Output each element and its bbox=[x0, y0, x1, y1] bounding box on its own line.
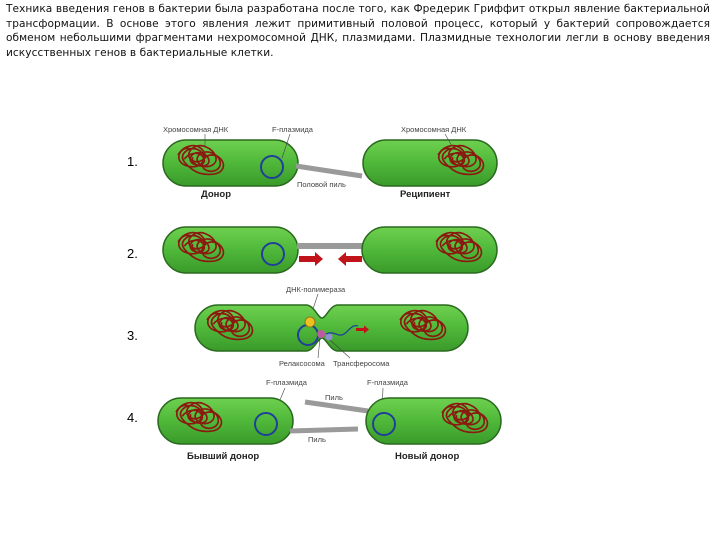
recipient-cell bbox=[363, 140, 497, 186]
donor-cell bbox=[163, 140, 298, 186]
pilus-4a bbox=[305, 402, 368, 411]
dna-polymerase-blob bbox=[305, 317, 315, 327]
label-f-plasmid-4a: F-плазмида bbox=[266, 378, 308, 387]
transferosome-blob bbox=[326, 334, 333, 341]
label-sex-pilus: Половой пиль bbox=[297, 180, 346, 189]
pilus-4b bbox=[290, 429, 358, 431]
sex-pilus-2 bbox=[297, 243, 363, 249]
step-number-2: 2. bbox=[127, 246, 138, 261]
step-number-3: 3. bbox=[127, 328, 138, 343]
label-f-plasmid-4b: F-плазмида bbox=[367, 378, 409, 387]
sex-pilus-1 bbox=[296, 166, 362, 176]
step-number-1: 1. bbox=[127, 154, 138, 169]
label-pilus-4a: Пиль bbox=[325, 393, 343, 402]
former-donor-cell bbox=[158, 398, 293, 444]
label-recipient: Реципиент bbox=[400, 189, 451, 200]
label-donor: Донор bbox=[201, 189, 231, 200]
label-transferosome: Трансферосома bbox=[333, 359, 390, 368]
arrow-left-2 bbox=[338, 252, 362, 266]
label-f-plasmid-top: F-плазмида bbox=[272, 125, 314, 134]
label-pilus-4b: Пиль bbox=[308, 435, 326, 444]
relaxosome-blob bbox=[317, 330, 325, 338]
label-chromosomal-dna-left: Хромосомная ДНК bbox=[163, 125, 229, 134]
label-new-donor: Новый донор bbox=[395, 451, 459, 462]
arrow-right-2 bbox=[299, 252, 323, 266]
label-relaxosome: Релаксосома bbox=[279, 359, 326, 368]
new-donor-cell bbox=[366, 398, 501, 444]
label-dna-polymerase: ДНК-полимераза bbox=[286, 285, 346, 294]
label-chromosomal-dna-right: Хромосомная ДНК bbox=[401, 125, 467, 134]
step-number-4: 4. bbox=[127, 410, 138, 425]
label-former-donor: Бывший донор bbox=[187, 451, 259, 462]
recipient-cell-2 bbox=[362, 227, 497, 273]
donor-cell-2 bbox=[163, 227, 298, 273]
